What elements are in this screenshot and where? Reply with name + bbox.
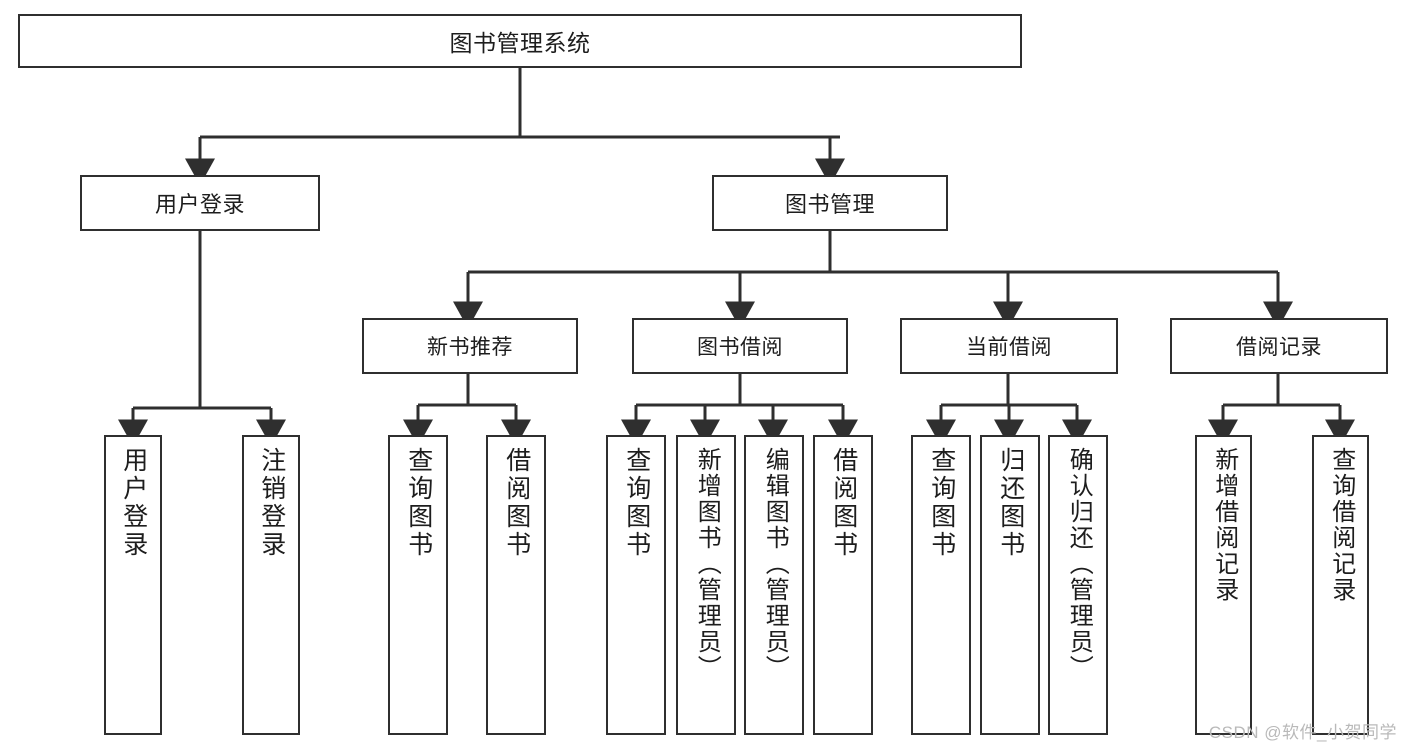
node-label: 查询图书 [927, 447, 956, 559]
leaf-record-query-record[interactable]: 查询借阅记录 [1312, 435, 1369, 735]
node-label: 编辑图书（管理员） [761, 447, 789, 681]
node-label: 查询图书 [622, 447, 651, 559]
leaf-borrow-edit-book-admin[interactable]: 编辑图书（管理员） [744, 435, 804, 735]
node-label: 新增图书（管理员） [693, 447, 721, 681]
node-label: 归还图书 [996, 447, 1025, 559]
node-label: 确认归还（管理员） [1065, 447, 1093, 681]
node-user-login[interactable]: 用户登录 [80, 175, 320, 231]
node-label: 查询借阅记录 [1327, 447, 1355, 603]
leaf-user-login-login[interactable]: 用户登录 [104, 435, 162, 735]
node-label: 用户登录 [119, 447, 148, 559]
node-label: 借阅记录 [1236, 336, 1322, 359]
node-label: 新增借阅记录 [1210, 447, 1238, 603]
leaf-new-book-borrow[interactable]: 借阅图书 [486, 435, 546, 735]
leaf-new-book-query[interactable]: 查询图书 [388, 435, 448, 735]
node-label: 新书推荐 [427, 336, 513, 359]
leaf-borrow-borrow-book[interactable]: 借阅图书 [813, 435, 873, 735]
node-current-borrow[interactable]: 当前借阅 [900, 318, 1118, 374]
leaf-current-confirm-return-admin[interactable]: 确认归还（管理员） [1048, 435, 1108, 735]
node-label: 图书管理 [784, 192, 875, 217]
node-book-borrow[interactable]: 图书借阅 [632, 318, 848, 374]
leaf-current-query-book[interactable]: 查询图书 [911, 435, 971, 735]
node-book-management[interactable]: 图书管理 [712, 175, 948, 231]
node-label: 借阅图书 [502, 447, 531, 559]
leaf-borrow-add-book-admin[interactable]: 新增图书（管理员） [676, 435, 736, 735]
node-new-book-recommend[interactable]: 新书推荐 [362, 318, 578, 374]
node-label: 用户登录 [154, 192, 245, 217]
leaf-record-add-record[interactable]: 新增借阅记录 [1195, 435, 1252, 735]
node-borrow-record[interactable]: 借阅记录 [1170, 318, 1388, 374]
leaf-user-login-logout[interactable]: 注销登录 [242, 435, 300, 735]
node-label: 当前借阅 [966, 336, 1052, 359]
node-label: 查询图书 [404, 447, 433, 559]
leaf-borrow-query-book[interactable]: 查询图书 [606, 435, 666, 735]
node-label: 借阅图书 [829, 447, 858, 559]
node-label: 图书借阅 [697, 336, 783, 359]
node-label: 图书管理系统 [449, 30, 591, 56]
leaf-current-return-book[interactable]: 归还图书 [980, 435, 1040, 735]
watermark: CSDN @软件_小贺同学 [1208, 723, 1397, 742]
node-label: 注销登录 [257, 447, 286, 559]
node-root-system[interactable]: 图书管理系统 [18, 14, 1022, 68]
